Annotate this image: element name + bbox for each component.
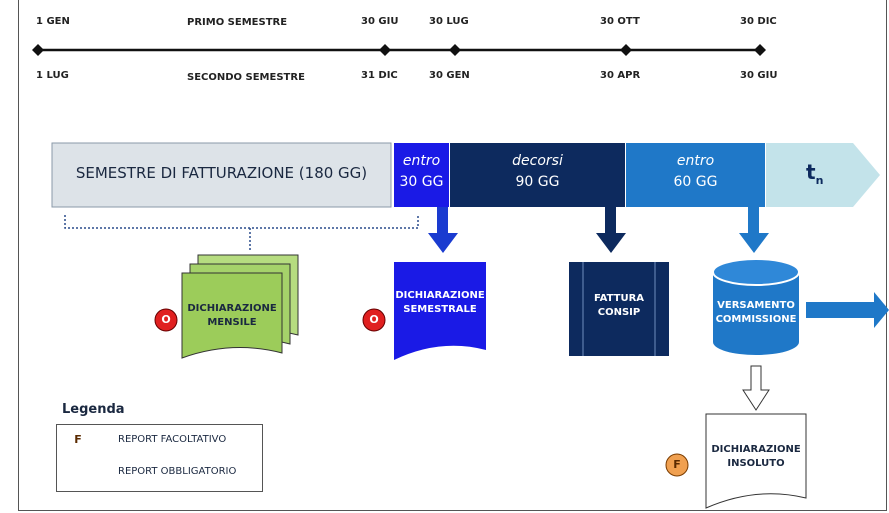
monthly-badge: O xyxy=(161,313,171,326)
legend-optional-label: REPORT FACOLTATIVO xyxy=(118,434,227,445)
legend-optional-badge: F xyxy=(74,433,82,446)
unpaid-badge: F xyxy=(673,458,681,471)
payment-cylinder-top xyxy=(712,258,800,286)
timeline-label-30-ott: 30 OTT xyxy=(600,16,640,27)
arrow-down-invoice-head xyxy=(596,233,626,253)
billing-brace xyxy=(64,215,419,229)
arrow-down-payment-head xyxy=(739,233,769,253)
phase-30-days-box xyxy=(394,143,449,207)
payment-line1: VERSAMENTO xyxy=(717,300,795,311)
phase-90-days-top: decorsi xyxy=(512,153,563,169)
arrow-down-semester xyxy=(437,207,448,233)
phase-30-days-top: entro xyxy=(402,153,441,169)
legend-title: Legenda xyxy=(62,402,125,417)
diagram-frame xyxy=(18,0,887,511)
timeline-label-primo-semestre: PRIMO SEMESTRE xyxy=(187,17,288,28)
legend-mandatory-label: REPORT OBBLIGATORIO xyxy=(118,466,237,477)
phase-60-days-bottom: 60 GG xyxy=(673,174,718,190)
arrow-down-unpaid xyxy=(742,365,770,411)
timeline-label-1-gen: 1 GEN xyxy=(36,16,70,27)
unpaid-doc-shape xyxy=(705,413,807,509)
timeline-marker xyxy=(449,44,461,56)
phase-final-t: t xyxy=(806,160,816,184)
monthly-doc-front xyxy=(181,272,283,359)
unpaid-doc-line2: INSOLUTO xyxy=(727,458,785,469)
arrow-right-payment xyxy=(806,302,874,318)
phase-60-days-box xyxy=(626,143,765,207)
timeline-marker xyxy=(754,44,766,56)
timeline-label-30-giu: 30 GIU xyxy=(740,70,778,81)
arrow-down-invoice xyxy=(605,207,616,233)
monthly-doc-line1: DICHIARAZIONE xyxy=(187,303,277,314)
phase-90-days-box xyxy=(450,143,625,207)
phase-final-label: tn xyxy=(806,160,823,187)
monthly-doc-line2: MENSILE xyxy=(207,317,257,328)
timeline-marker xyxy=(32,44,44,56)
timeline-label-30-dic: 30 DIC xyxy=(740,16,777,27)
semester-doc-line1: DICHIARAZIONE xyxy=(395,290,485,301)
timeline-label-30-giu: 30 GIU xyxy=(361,16,399,27)
phase-billing-box xyxy=(51,142,392,208)
semester-doc-shape xyxy=(394,262,486,360)
unpaid-badge-circle xyxy=(665,453,689,477)
invoice-line1: FATTURA xyxy=(593,293,645,304)
payment-line2: COMMISSIONE xyxy=(715,314,797,325)
legend-box xyxy=(56,424,263,492)
semester-badge-circle xyxy=(362,308,386,332)
timeline-label-30-gen: 30 GEN xyxy=(429,70,470,81)
timeline-marker xyxy=(379,44,391,56)
semester-badge: O xyxy=(369,313,379,326)
phase-final-subscript: n xyxy=(815,174,824,187)
phase-60-days-top: entro xyxy=(676,153,715,169)
phase-billing-label: SEMESTRE DI FATTURAZIONE (180 GG) xyxy=(75,164,368,182)
invoice-line2: CONSIP xyxy=(597,307,641,318)
timeline-label-secondo-semestre: SECONDO SEMESTRE xyxy=(187,72,305,83)
timeline-label-30-apr: 30 APR xyxy=(600,70,641,81)
phase-final-arrow xyxy=(766,143,880,207)
timeline-marker xyxy=(620,44,632,56)
arrow-right-payment-head xyxy=(874,292,889,328)
timeline-label-30-lug: 30 LUG xyxy=(429,16,469,27)
legend-mandatory-badge: O xyxy=(73,465,83,478)
arrow-down-semester-head xyxy=(428,233,458,253)
monthly-badge-circle xyxy=(154,308,178,332)
payment-cylinder-body xyxy=(713,272,799,355)
arrow-down-payment xyxy=(748,207,759,233)
timeline-label-1-lug: 1 LUG xyxy=(36,70,69,81)
invoice-box xyxy=(569,262,669,356)
phase-90-days-bottom: 90 GG xyxy=(515,174,560,190)
semester-doc-line2: SEMESTRALE xyxy=(403,304,477,315)
unpaid-doc-line1: DICHIARAZIONE xyxy=(711,444,801,455)
timeline-label-31-dic: 31 DIC xyxy=(361,70,398,81)
phase-30-days-bottom: 30 GG xyxy=(399,174,444,190)
